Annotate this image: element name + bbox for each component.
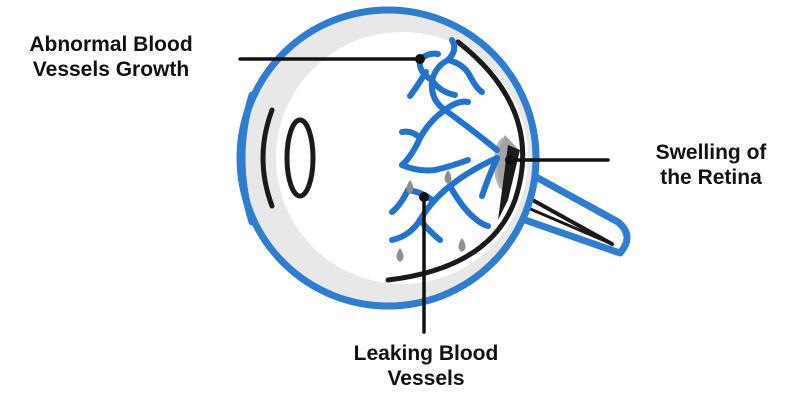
label-abnormal-blood-vessels-growth: Abnormal Blood Vessels Growth [6,32,216,82]
label-swelling-of-the-retina: Swelling of the Retina [636,140,786,190]
label-abnormal-line-1: Abnormal Blood [6,32,216,57]
label-abnormal-line-2: Vessels Growth [6,57,216,82]
label-swelling-line-2: the Retina [636,165,786,190]
label-leaking-blood-vessels: Leaking Blood Vessels [326,341,526,391]
leader-dot-swelling [505,155,515,165]
label-leaking-line-2: Vessels [326,366,526,391]
label-leaking-line-1: Leaking Blood [326,341,526,366]
leader-dot-abnormal [415,54,425,64]
label-swelling-line-1: Swelling of [636,140,786,165]
leader-dot-leaking [419,192,429,202]
